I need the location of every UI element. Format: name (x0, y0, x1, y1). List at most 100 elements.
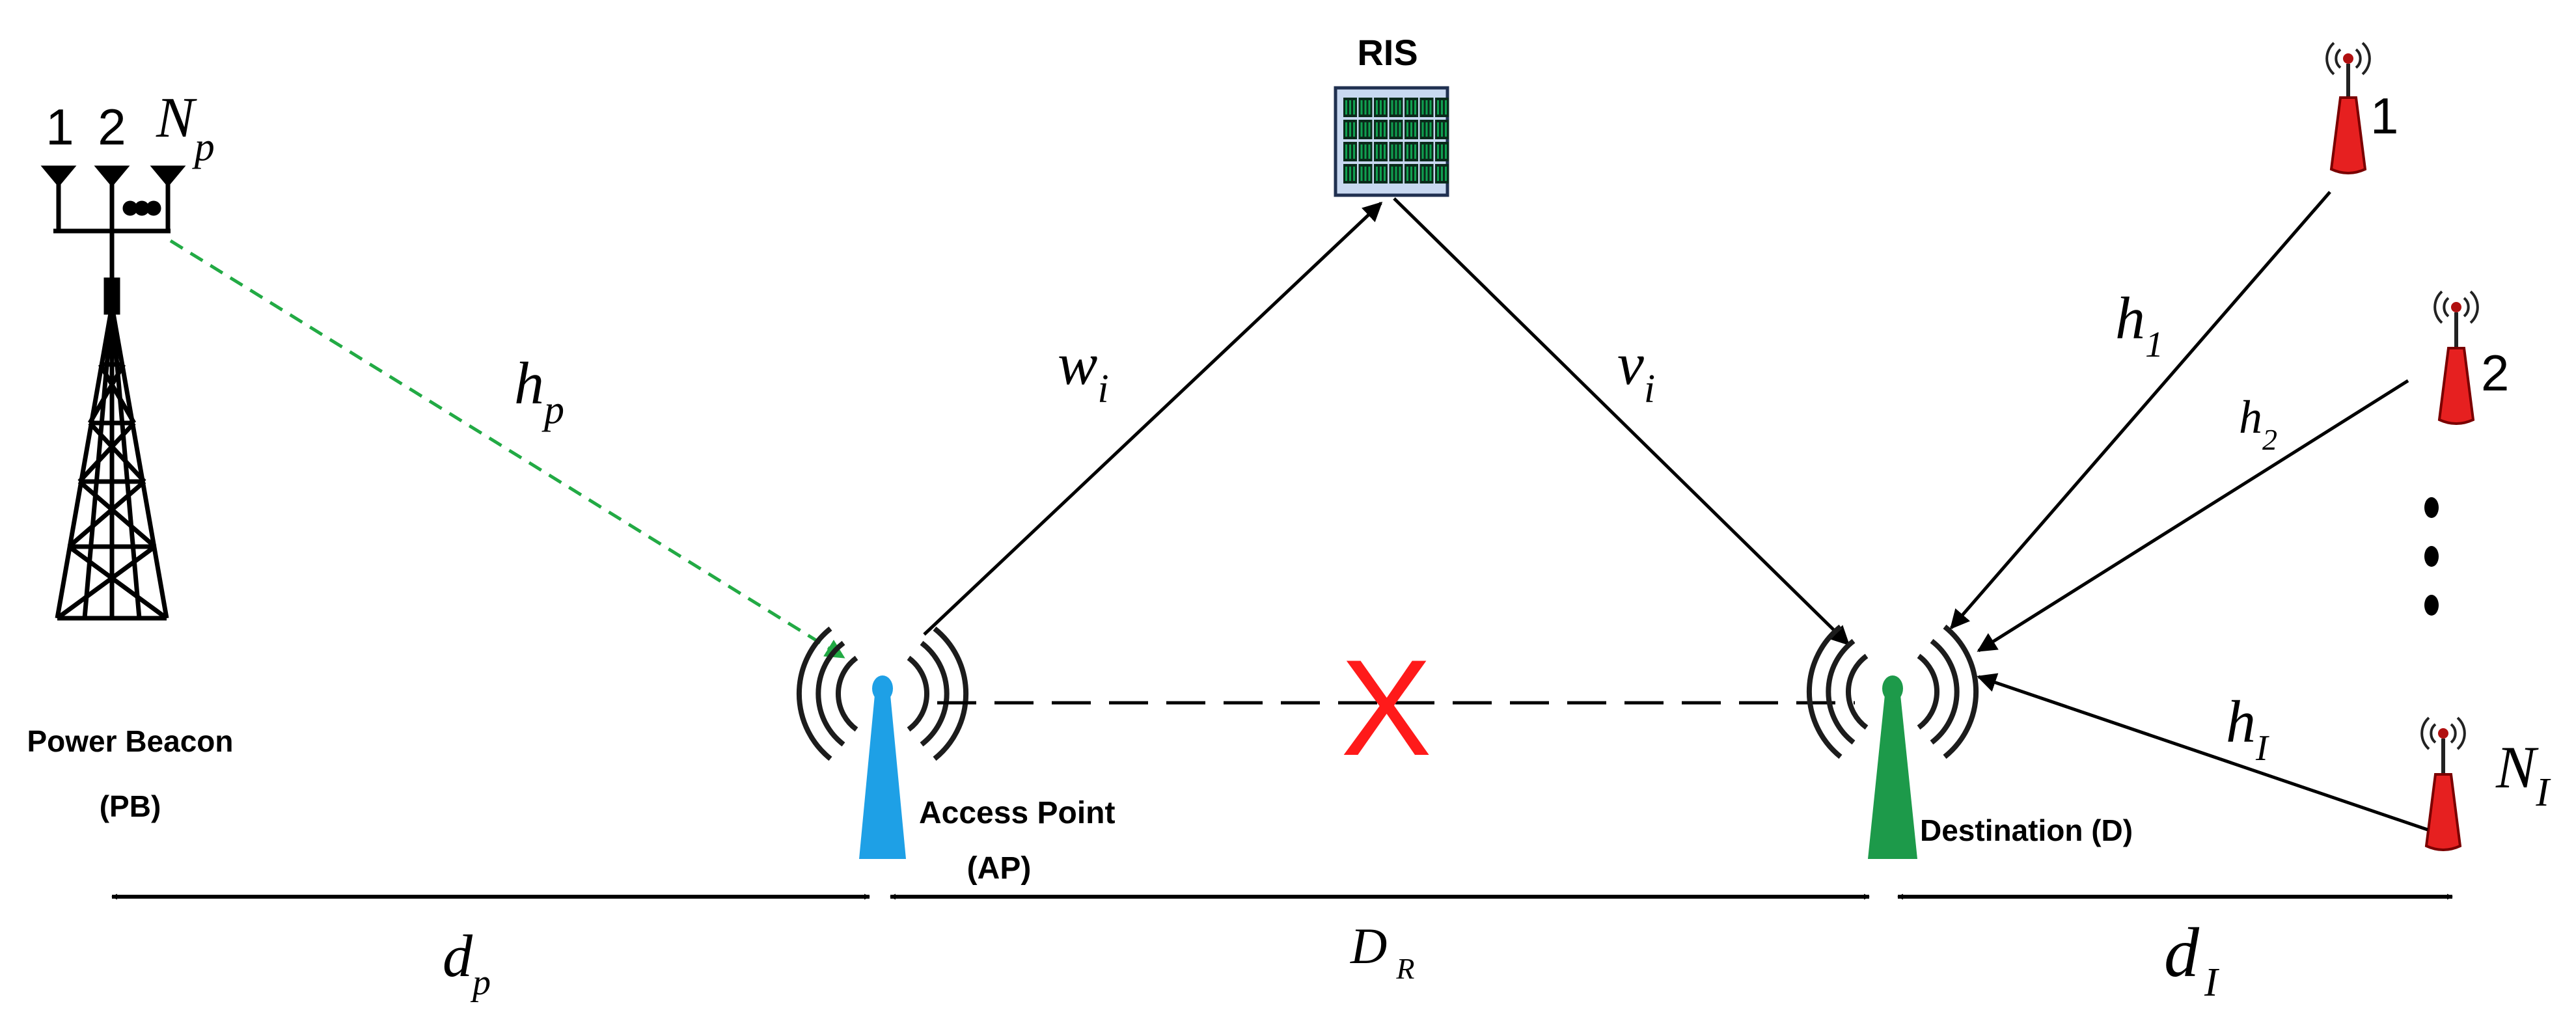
interferer-2: 2 (2433, 290, 2509, 425)
ris-element-bar (1399, 167, 1401, 181)
hp-sub: p (541, 388, 564, 432)
power-beacon: 1 2 Np Power Beacon (PB) (27, 87, 234, 823)
pb-label: Power Beacon (27, 724, 234, 758)
h2-link (1977, 379, 2409, 653)
ap-label: Access Point (919, 796, 1115, 830)
ris-element-bar (1360, 122, 1363, 137)
ris-element-bar (1399, 144, 1401, 159)
ris-element-bar (1364, 144, 1367, 159)
h1-label: h1 (2115, 285, 2163, 365)
vi-main: v (1617, 331, 1644, 397)
ris-element-bar (1395, 167, 1397, 181)
ris-element-bar (1391, 144, 1393, 159)
hp-main: h (514, 350, 544, 416)
ris-element-bar (1425, 167, 1428, 181)
pb-antenna-label-1: 1 (46, 98, 74, 156)
hI-main: h (2226, 688, 2256, 755)
ris-element-bar (1410, 100, 1412, 115)
ris-element-bar (1399, 122, 1401, 137)
ris-element-bar (1364, 167, 1367, 181)
pb-antenna-count-sub: p (192, 125, 215, 169)
ris-element-bar (1421, 122, 1424, 137)
ris-element-bar (1421, 100, 1424, 115)
wi-link (923, 201, 1383, 636)
interferer-n-main: N (2495, 734, 2539, 800)
blocked-marker: X (1341, 631, 1432, 784)
ris-element-bar (1380, 144, 1382, 159)
ris-element-bar (1349, 100, 1351, 115)
ris-element-bar (1368, 100, 1371, 115)
dest-antenna-icon (1868, 695, 1917, 859)
ris-element-bar (1437, 167, 1439, 181)
ris-element-bar (1353, 100, 1355, 115)
pb-sublabel: (PB) (100, 789, 161, 823)
h1-main: h (2115, 285, 2145, 351)
ris-element-bar (1349, 167, 1351, 181)
ris-element-bar (1425, 144, 1428, 159)
ris-element-bar (1395, 144, 1397, 159)
pb-antenna-label-2: 2 (98, 98, 126, 156)
ris-element-bar (1380, 100, 1382, 115)
dp-label: dp (443, 923, 491, 1003)
ris-element-bar (1445, 144, 1447, 159)
ris-element-bar (1376, 122, 1378, 137)
pb-antenna-count-symbol: N (156, 87, 197, 150)
interferer-n: NI (2420, 716, 2551, 851)
ris-element-bar (1425, 100, 1428, 115)
ris-element-bar (1391, 100, 1393, 115)
hI-sub: I (2255, 728, 2269, 769)
h1-link (1950, 191, 2331, 630)
ris-element-bar (1429, 122, 1432, 137)
wi-label: wi (1058, 331, 1109, 411)
di-sub: I (2204, 960, 2220, 1005)
dest-label: Destination (D) (1920, 813, 2133, 847)
hI-label: hI (2226, 688, 2269, 769)
ris-element-bar (1368, 167, 1371, 181)
ris-element-bar (1414, 100, 1416, 115)
ris-element-bar (1360, 100, 1363, 115)
ris-element-bar (1353, 167, 1355, 181)
hI-link (1977, 673, 2428, 832)
interferer-n-antenna-icon (2424, 773, 2462, 851)
destination: Destination (D) (1809, 627, 2133, 859)
ris-element-bar (1445, 100, 1447, 115)
ris-element-bar (1410, 144, 1412, 159)
ellipsis-dot (2424, 497, 2439, 518)
dp-sub: p (470, 962, 491, 1003)
ris-element-bar (1445, 122, 1447, 137)
ris-element-bar (1429, 100, 1432, 115)
ris-element-bar (1376, 100, 1378, 115)
dp-main: d (443, 923, 473, 989)
interferer-1: 1 (2325, 42, 2398, 174)
ris-element-bar (1349, 122, 1351, 137)
vi-link (1393, 197, 1850, 646)
h2-sub: 2 (2262, 423, 2277, 456)
h2-main: h (2239, 391, 2262, 443)
interferer-n-sub: I (2535, 770, 2551, 815)
di-main: d (2164, 914, 2200, 992)
ris-element-bar (1441, 144, 1443, 159)
ris-element-bar (1349, 144, 1351, 159)
ris-elements (1343, 98, 1449, 184)
interferer-1-label: 1 (2370, 87, 2398, 144)
ris-element-bar (1391, 167, 1393, 181)
ris-element-bar (1445, 167, 1447, 181)
ris-element-bar (1429, 144, 1432, 159)
ris-element-bar (1406, 100, 1408, 115)
ris-element-bar (1364, 122, 1367, 137)
hp-link (169, 239, 845, 659)
interferer-1-antenna-icon (2329, 96, 2367, 174)
ris: RIS (1334, 32, 1449, 197)
ris-element-bar (1368, 122, 1371, 137)
ris-element-bar (1437, 100, 1439, 115)
ris-element-bar (1345, 167, 1347, 181)
ris-label: RIS (1357, 32, 1418, 73)
ap-sublabel: (AP) (967, 851, 1032, 886)
ris-element-bar (1437, 144, 1439, 159)
tower-icon (40, 165, 186, 621)
ris-element-bar (1429, 167, 1432, 181)
ris-element-bar (1425, 122, 1428, 137)
